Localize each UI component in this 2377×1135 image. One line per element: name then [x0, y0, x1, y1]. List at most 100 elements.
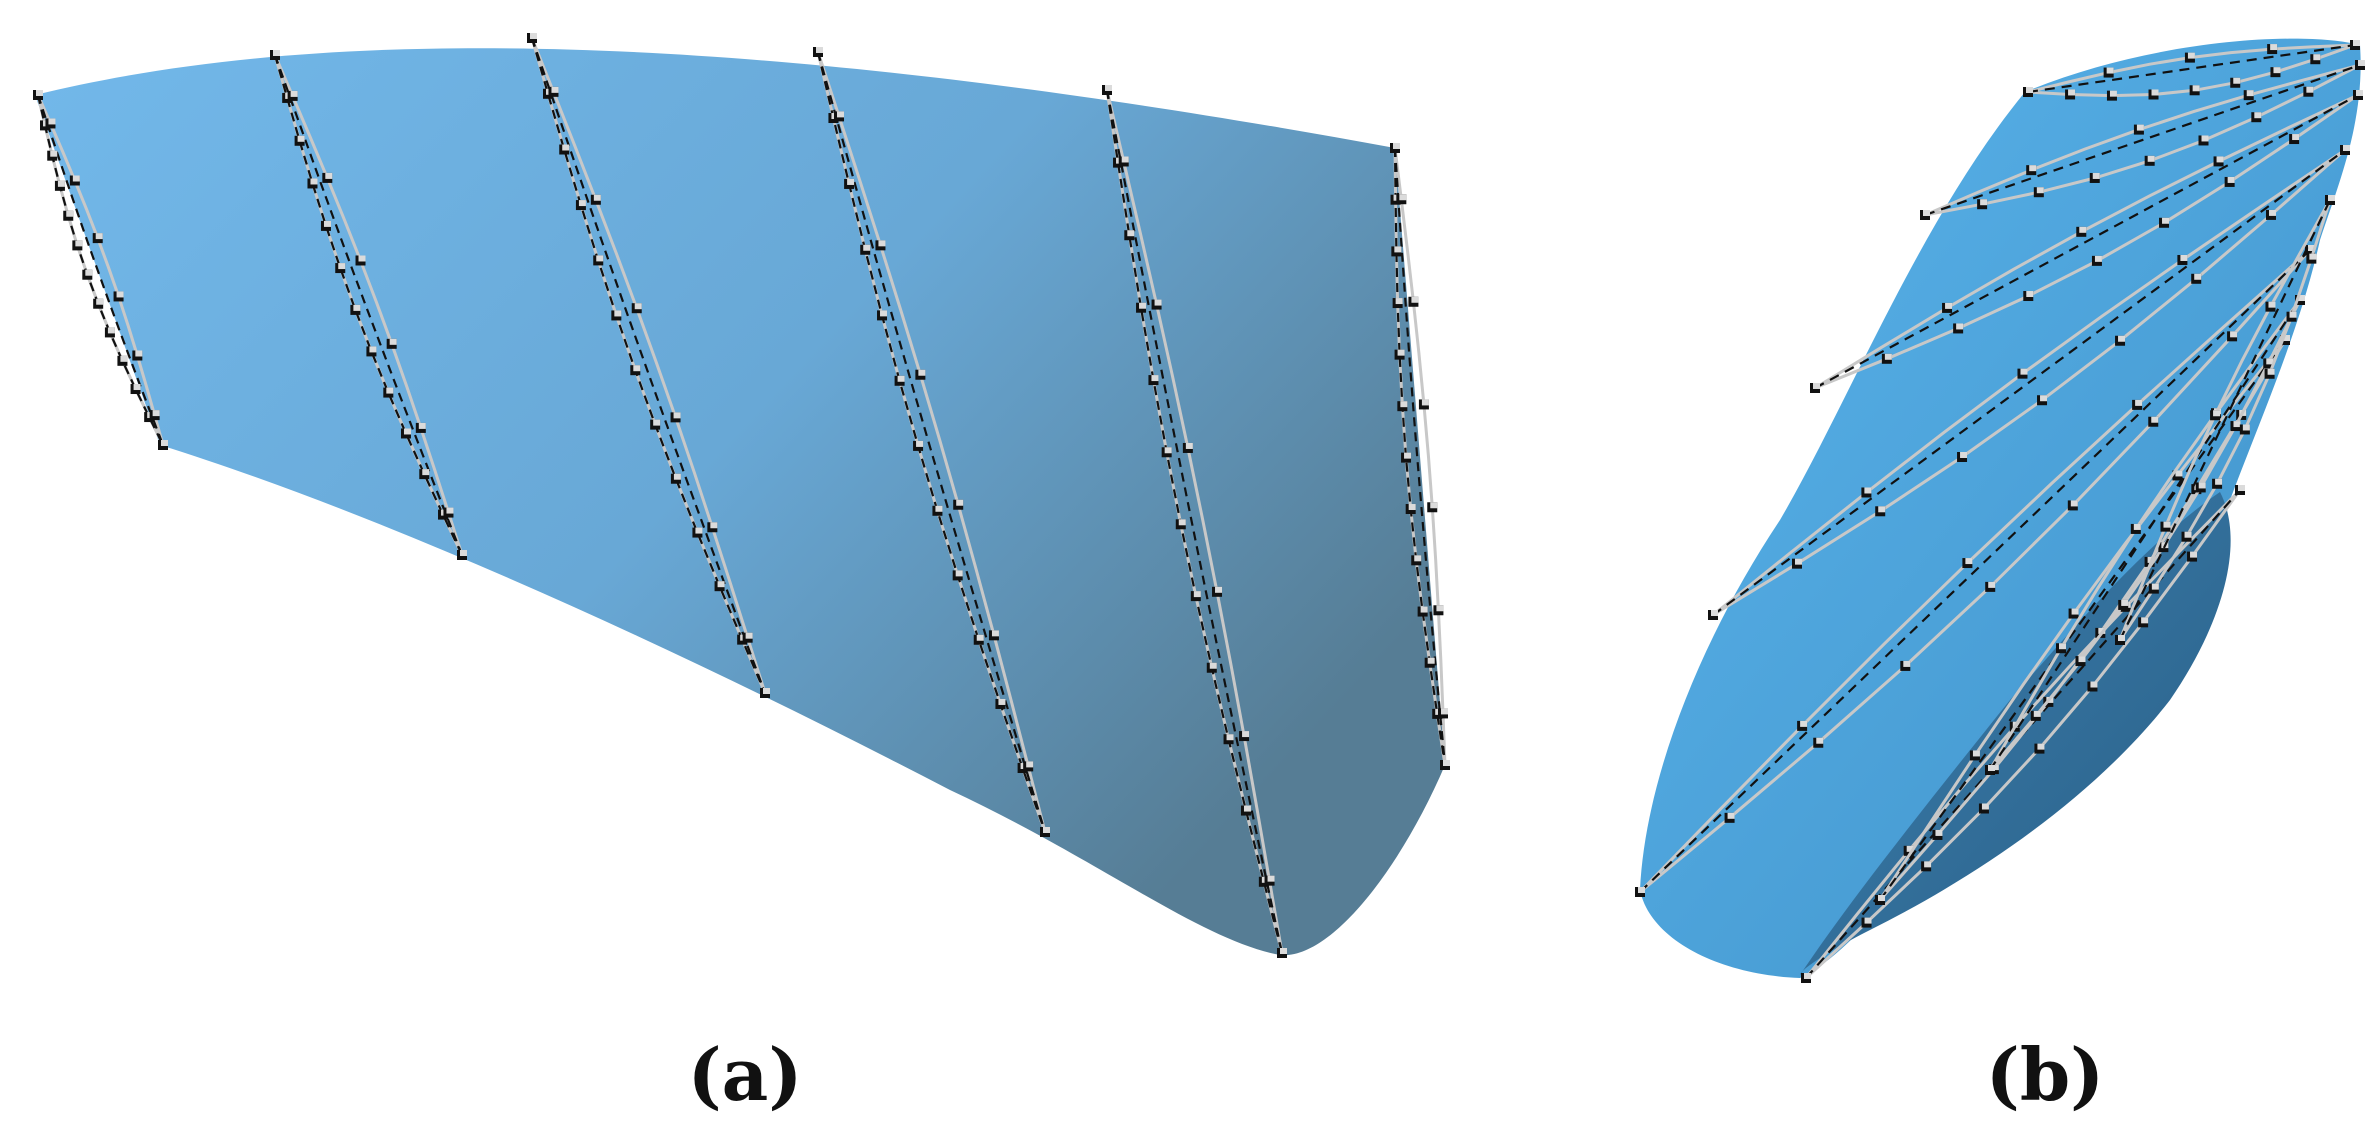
control-point-highlight [1414, 555, 1422, 562]
control-polygon [1924, 63, 2361, 217]
control-point-highlight [916, 440, 924, 447]
control-point-highlight [460, 550, 467, 556]
control-point-highlight [837, 111, 845, 118]
control-point-highlight [2215, 478, 2223, 485]
control-point-highlight [1991, 764, 1999, 771]
control-point-highlight [1397, 349, 1405, 356]
control-point-highlight [1436, 605, 1444, 612]
blade-surface-panel-b [1635, 38, 2365, 983]
control-point-highlight [353, 304, 361, 311]
control-point-highlight [50, 150, 58, 157]
control-point-highlight [2308, 245, 2315, 251]
control-point-highlight [1878, 506, 1886, 513]
control-point-highlight [1430, 502, 1438, 509]
section-a-5 [1102, 85, 1287, 958]
control-point-highlight [2026, 87, 2033, 93]
control-point-highlight [2233, 77, 2241, 84]
profile-curve [273, 54, 464, 556]
control-point-highlight [2040, 395, 2048, 402]
control-point-highlight [96, 298, 104, 305]
control-point-highlight [2190, 551, 2198, 558]
control-point-highlight [2233, 421, 2241, 428]
control-point-highlight [578, 200, 586, 207]
control-point-highlight [1421, 399, 1429, 406]
caption-b-label: (b) [1985, 1032, 2105, 1117]
control-point-highlight [1399, 194, 1407, 201]
control-point-highlight [1800, 720, 1808, 727]
control-point-highlight [1923, 210, 1930, 216]
control-point-highlight [1945, 302, 1953, 309]
control-point-highlight [695, 527, 703, 534]
control-point-highlight [48, 118, 56, 125]
control-point-highlight [2106, 67, 2114, 74]
control-polygon [1105, 89, 1284, 954]
control-point-highlight [1280, 948, 1287, 954]
control-point-highlight [955, 570, 963, 577]
control-point-highlight [2059, 643, 2067, 650]
control-point-highlight [2270, 44, 2278, 51]
section-a-4 [813, 47, 1050, 837]
control-polygon [1712, 149, 2346, 616]
control-point-highlight [1638, 887, 1645, 893]
control-point-highlight [2201, 135, 2209, 142]
profile-curve [1105, 89, 1284, 954]
control-point-highlight [1816, 737, 1824, 744]
control-point-highlight [2192, 85, 2200, 92]
control-point-highlight [2306, 86, 2314, 93]
control-point-highlight [1727, 812, 1735, 819]
control-polygon [530, 37, 767, 694]
control-point-highlight [614, 310, 622, 317]
control-point-highlight [918, 369, 926, 376]
control-point-highlight [2175, 470, 2183, 477]
control-point-highlight [116, 291, 124, 298]
control-point-highlight [2135, 399, 2143, 406]
control-point-highlight [152, 410, 160, 417]
control-point-highlight [1154, 299, 1162, 306]
control-point-highlight [2328, 195, 2335, 201]
control-point-highlight [369, 346, 377, 353]
blade-surface-a [35, 48, 1445, 956]
control-point-highlight [273, 50, 280, 56]
control-point-highlight [653, 419, 661, 426]
control-polygon [1639, 249, 2311, 893]
control-point-highlight [2163, 521, 2171, 528]
control-point-highlight [1981, 803, 1989, 810]
control-point-highlight [323, 220, 331, 227]
control-point-highlight [290, 90, 298, 97]
section-b-9 [2115, 195, 2335, 645]
control-point-highlight [1903, 660, 1911, 667]
control-point-highlight [2266, 358, 2274, 365]
control-point-highlight [120, 355, 128, 362]
control-point-highlight [634, 303, 642, 310]
control-point-highlight [389, 338, 397, 345]
control-point-highlight [880, 310, 888, 317]
control-point-highlight [386, 387, 394, 394]
control-point-highlight [133, 384, 141, 391]
control-point-highlight [1105, 85, 1112, 91]
control-point-highlight [422, 469, 430, 476]
control-point-highlight [2151, 416, 2159, 423]
control-point-highlight [2230, 331, 2238, 338]
control-point-highlight [418, 422, 426, 429]
control-point-highlight [1864, 487, 1872, 494]
control-point-highlight [2313, 54, 2321, 61]
control-point-highlight [1193, 591, 1201, 598]
control-point-highlight [2213, 410, 2221, 417]
control-point-highlight [1185, 442, 1193, 449]
control-point-highlight [2141, 617, 2149, 624]
control-point-highlight [1794, 558, 1802, 565]
control-point-highlight [2356, 90, 2363, 96]
control-point-highlight [673, 473, 681, 480]
section-b-3 [1810, 90, 2363, 393]
control-point-highlight [2078, 656, 2086, 663]
control-point-highlight [2267, 368, 2275, 375]
control-point-highlight [1395, 298, 1403, 305]
control-point-highlight [2068, 89, 2076, 96]
section-b-1 [2023, 40, 2360, 101]
control-point-highlight [1813, 383, 1820, 389]
section-b-4 [1708, 145, 2350, 620]
control-point-highlight [325, 172, 333, 179]
control-point-highlight [551, 86, 559, 93]
control-point-highlight [2283, 335, 2290, 341]
